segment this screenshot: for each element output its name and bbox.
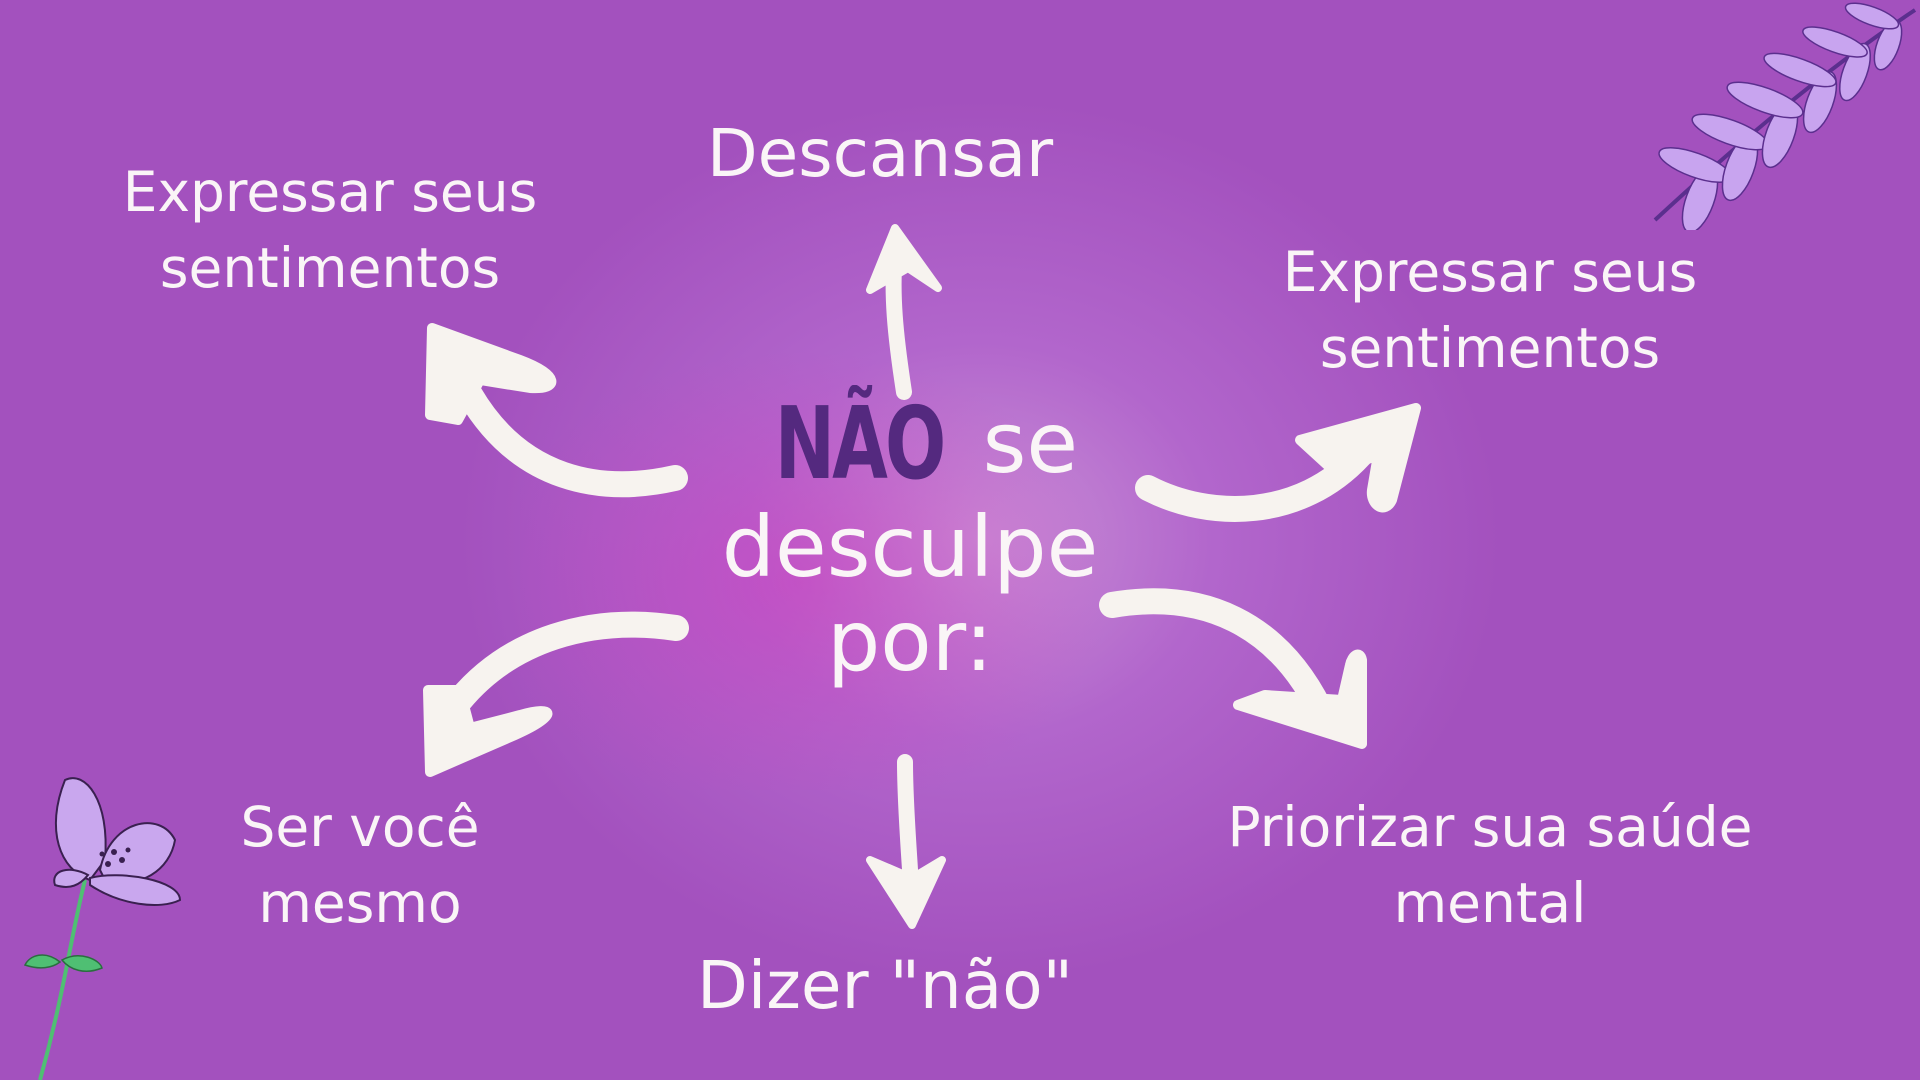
arrow-down-left-icon [423,611,689,777]
item-line: sentimentos [159,235,501,300]
item-be-yourself: Ser você mesmo [150,790,570,942]
item-line: mesmo [258,870,462,935]
emphasis-word: NÃO [774,385,946,502]
center-heading: NÃO se desculpe por: [700,388,1120,691]
flower-icon [23,777,182,1080]
item-rest: Descansar [706,115,1054,192]
center-word-se: se [982,394,1079,492]
center-line-2: desculpe [721,498,1099,596]
item-line: Priorizar sua saúde [1227,795,1753,859]
item-express-feelings-left: Expressar seus sentimentos [70,155,590,307]
arrow-down-right-icon [1099,588,1367,749]
fern-leaf-icon [1653,2,1917,230]
item-line: Expressar seus [1282,240,1698,304]
arrow-up-right-icon [1135,403,1421,522]
item-say-no: Dizer "não" [697,947,1073,1024]
arrow-up-icon [866,224,942,400]
item-line: Ser você [240,795,480,859]
item-line: sentimentos [1319,315,1661,380]
item-line: Expressar seus [122,160,538,224]
arrow-up-left-icon [425,323,688,498]
arrow-down-icon [866,754,946,929]
center-line-1: NÃO se [700,388,1120,500]
center-line-3: por: [826,592,994,691]
item-line: mental [1393,870,1587,935]
item-express-feelings-right: Expressar seus sentimentos [1230,235,1750,387]
item-mental-health: Priorizar sua saúde mental [1170,790,1810,942]
